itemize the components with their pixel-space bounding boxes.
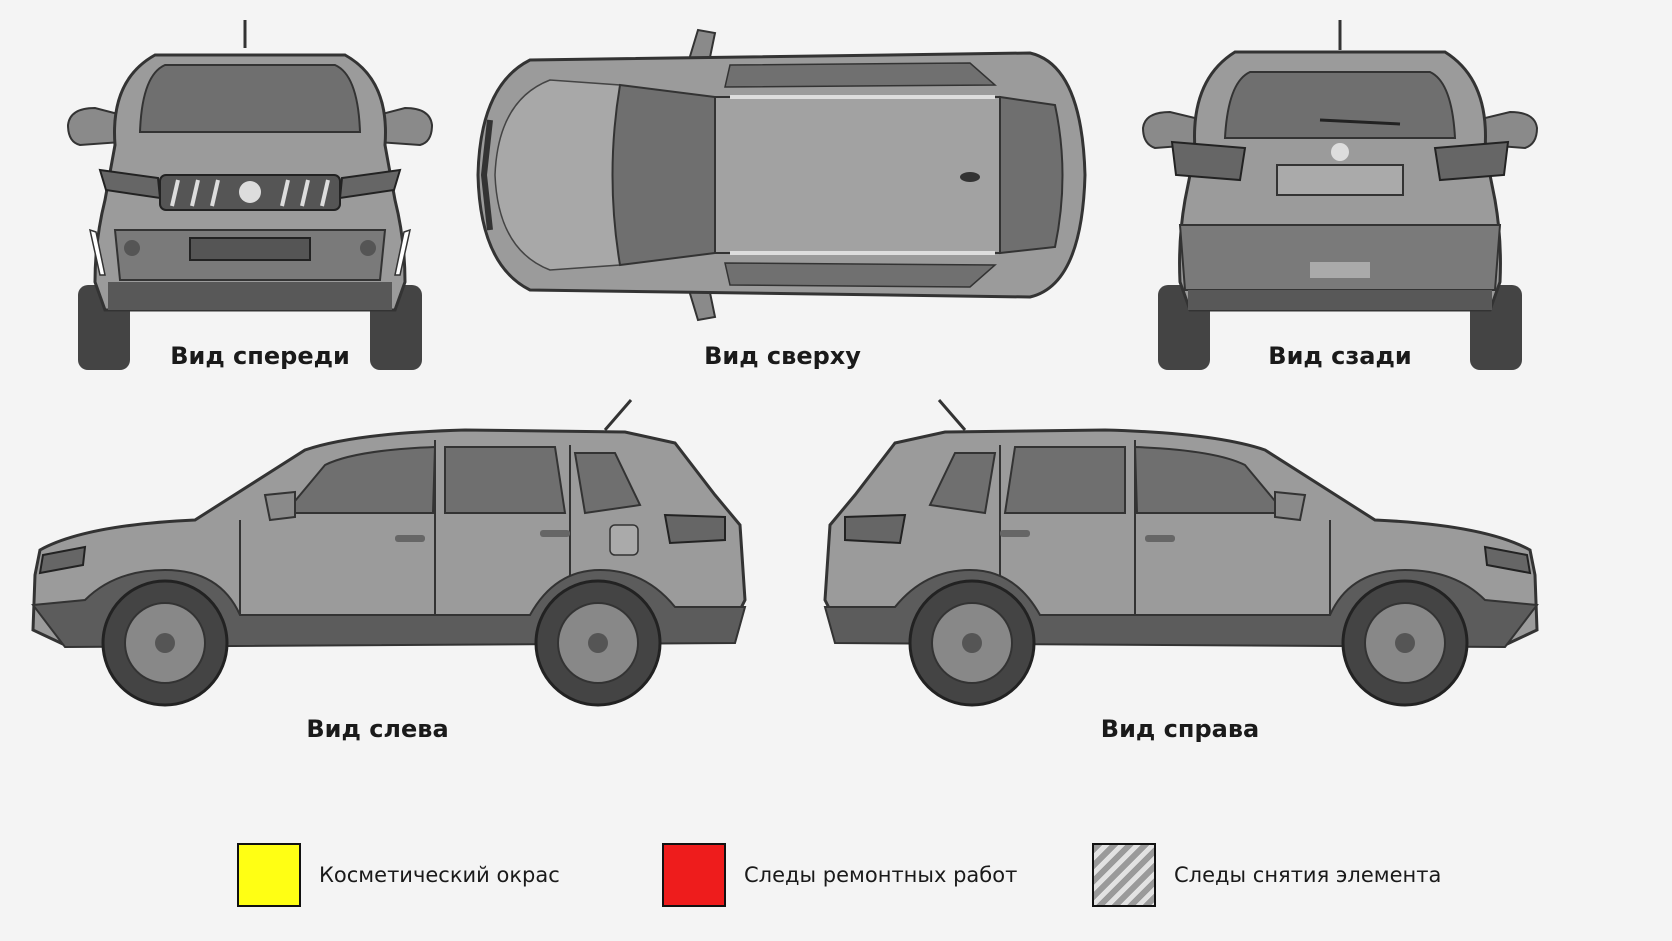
front-view-drawing	[66, 20, 434, 370]
legend-item-removal-traces: Следы снятия элемента	[1092, 840, 1441, 910]
rear-view-drawing	[1141, 20, 1539, 370]
front-view-caption: Вид спереди	[170, 342, 350, 370]
right-view-caption: Вид справа	[1100, 715, 1260, 743]
top-view-drawing	[476, 28, 1087, 322]
left-view-drawing	[31, 399, 747, 707]
legend-label-cosmetic-paint: Косметический окрас	[319, 863, 560, 887]
rear-view-caption: Вид сзади	[1268, 342, 1412, 370]
rear-view: Вид сзади	[1140, 20, 1540, 370]
legend-item-cosmetic-paint: Косметический окрас	[237, 840, 560, 910]
legend-swatch-red	[662, 843, 726, 907]
right-view-drawing	[823, 399, 1539, 707]
front-view: Вид спереди	[60, 20, 460, 370]
legend-item-repair-traces: Следы ремонтных работ	[662, 840, 1017, 910]
legend-label-removal-traces: Следы снятия элемента	[1174, 863, 1442, 887]
legend-swatch-hatched	[1092, 843, 1156, 907]
top-view-caption: Вид сверху	[704, 342, 861, 370]
top-view: Вид сверху	[470, 25, 1095, 370]
left-view: Вид слева	[25, 395, 755, 750]
legend-label-repair-traces: Следы ремонтных работ	[744, 863, 1018, 887]
legend-swatch-yellow	[237, 843, 301, 907]
left-view-caption: Вид слева	[306, 715, 449, 743]
right-view: Вид справа	[815, 395, 1545, 750]
